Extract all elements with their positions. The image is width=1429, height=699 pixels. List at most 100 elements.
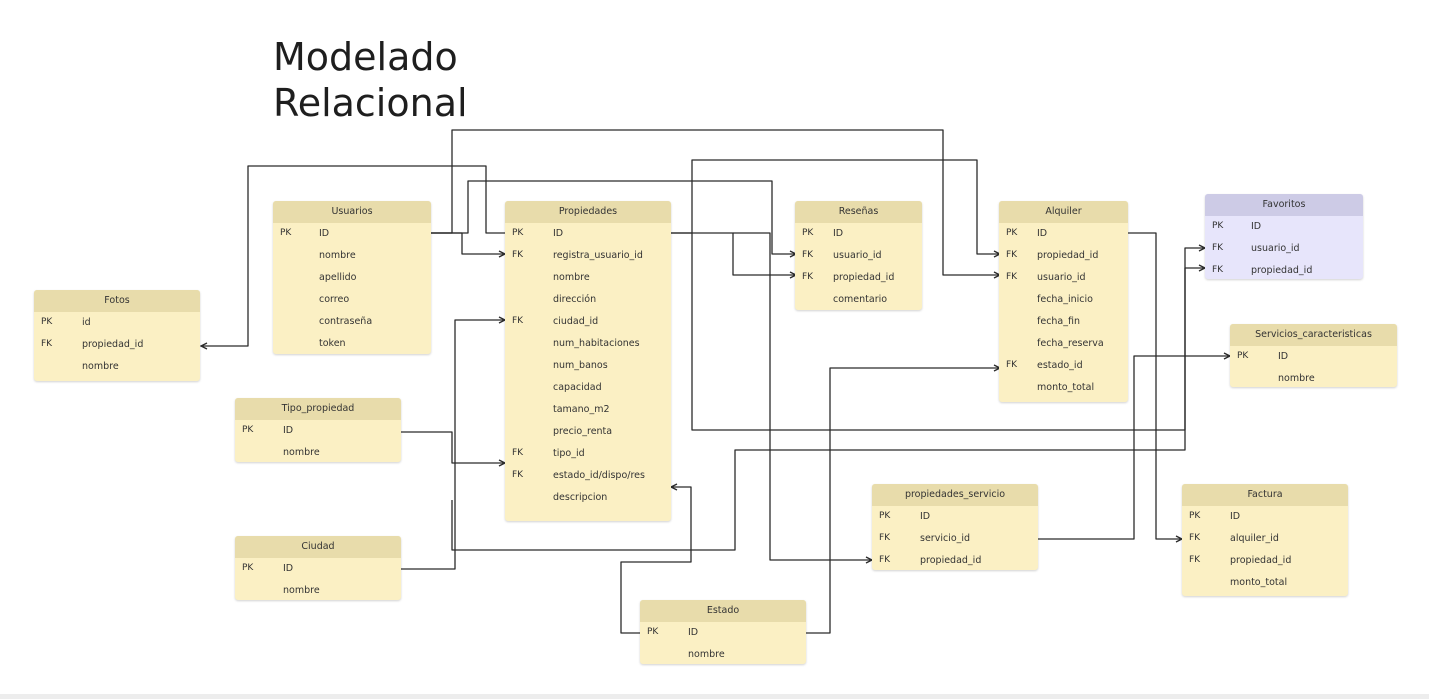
field-name: nombre (1278, 373, 1315, 384)
field-name: ID (688, 627, 699, 638)
entity-field-row[interactable]: descripcion (505, 487, 671, 509)
link-propiedades-resenas (670, 232, 796, 275)
field-name: nombre (553, 272, 590, 283)
field-name: propiedad_id (82, 339, 144, 350)
field-name: ID (1037, 228, 1048, 239)
entity-field-row[interactable]: contraseña (273, 311, 431, 333)
entity-title: propiedades_servicio (872, 484, 1038, 506)
entity-field-row[interactable]: monto_total (1182, 572, 1348, 594)
entity-field-row[interactable]: monto_total (999, 377, 1128, 399)
entity-field-row[interactable]: num_habitaciones (505, 333, 671, 355)
entity-field-row[interactable]: nombre (640, 644, 806, 664)
entity-field-row[interactable]: fecha_reserva (999, 333, 1128, 355)
entity-title: Factura (1182, 484, 1348, 506)
key-badge: FK (1189, 533, 1201, 543)
link-tipo-propiedades (401, 431, 505, 463)
field-name: ID (1278, 351, 1289, 362)
entity-field-row[interactable]: nombre (235, 442, 401, 462)
entity-field-row[interactable]: precio_renta (505, 421, 671, 443)
key-badge: FK (512, 448, 524, 458)
entity-field-row[interactable]: num_banos (505, 355, 671, 377)
key-badge: PK (512, 228, 524, 238)
entity-field-row[interactable]: nombre (273, 245, 431, 267)
entity-field-row[interactable]: tamano_m2 (505, 399, 671, 421)
field-name: ID (553, 228, 564, 239)
field-name: id (82, 317, 91, 328)
entity-title: Favoritos (1205, 194, 1363, 216)
key-badge: PK (1189, 511, 1201, 521)
key-badge: PK (879, 511, 891, 521)
entity-field-row[interactable]: fecha_fin (999, 311, 1128, 333)
entity-field-row[interactable]: correo (273, 289, 431, 311)
field-name: ciudad_id (553, 316, 599, 327)
field-name: ID (283, 425, 294, 436)
entity-field-row[interactable]: PK id (34, 312, 200, 334)
entity-field-row[interactable]: apellido (273, 267, 431, 289)
field-name: monto_total (1037, 382, 1095, 393)
field-name: nombre (319, 250, 356, 261)
key-badge: PK (802, 228, 814, 238)
field-name: tamano_m2 (553, 404, 610, 415)
entity-field-row[interactable]: token (273, 333, 431, 354)
entity-field-row[interactable]: nombre (1230, 368, 1397, 387)
key-badge: FK (512, 250, 524, 260)
key-badge: PK (41, 317, 53, 327)
field-name: ID (920, 511, 931, 522)
entity-field-row[interactable]: nombre (235, 580, 401, 600)
key-badge: PK (242, 425, 254, 435)
field-name: precio_renta (553, 426, 613, 437)
entity-field-row[interactable]: capacidad (505, 377, 671, 399)
field-name: usuario_id (1251, 243, 1300, 254)
entity-field-row[interactable]: fecha_inicio (999, 289, 1128, 311)
field-name: apellido (319, 272, 357, 283)
entity-title: Alquiler (999, 201, 1128, 223)
entity-field-row[interactable]: PK ID (872, 506, 1038, 528)
entity-field-row[interactable]: PK ID (505, 223, 671, 245)
entity-field-row[interactable]: comentario (795, 289, 922, 310)
diagram-title: Modelado Relacional (273, 34, 468, 126)
entity-field-row[interactable]: dirección (505, 289, 671, 311)
entity-title: Usuarios (273, 201, 431, 223)
entity-field-row[interactable]: nombre (34, 356, 200, 378)
entity-field-row[interactable]: PK ID (235, 420, 401, 442)
key-badge: FK (802, 272, 814, 282)
field-name: nombre (688, 649, 725, 660)
entity-field-row[interactable]: nombre (505, 267, 671, 289)
